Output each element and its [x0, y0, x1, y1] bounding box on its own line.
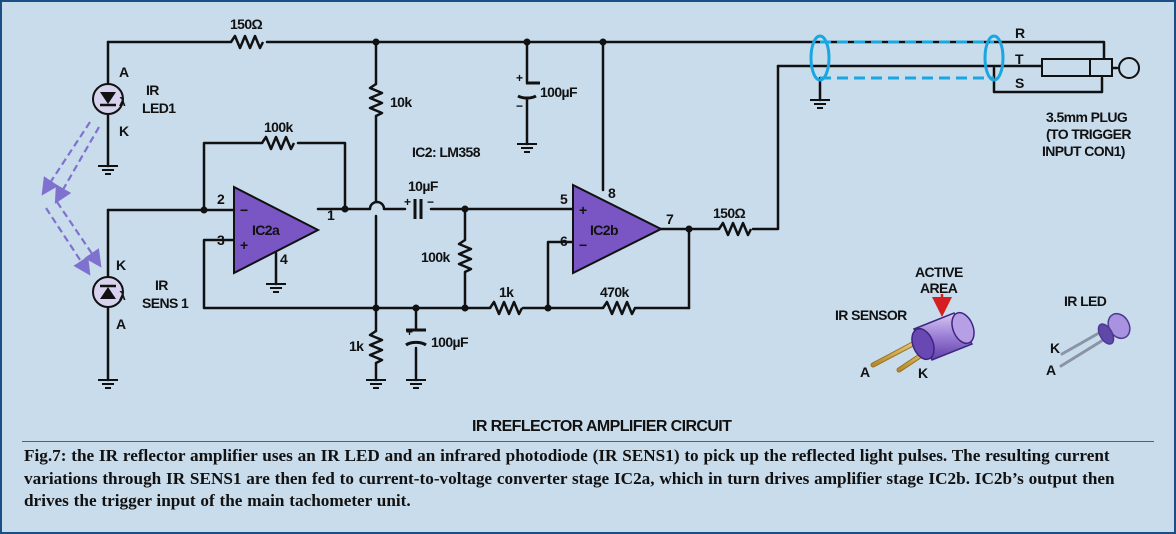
- ic2b-opamp: [572, 183, 664, 275]
- cap-coupling-minus: −: [427, 195, 434, 209]
- plug-symbol: [1041, 57, 1140, 79]
- led1-cathode: K: [119, 123, 129, 139]
- ir-sensor-label: IR SENSOR: [835, 307, 907, 323]
- ir-led-cathode: K: [1050, 340, 1060, 356]
- term-t: T: [1015, 51, 1024, 67]
- label-r-470k: 470k: [600, 284, 630, 300]
- label-r-10k: 10k: [390, 94, 412, 110]
- pin-7: 7: [666, 211, 674, 227]
- sens1-lambda: λ: [119, 289, 126, 303]
- ir-led-anode: A: [1046, 362, 1056, 378]
- ir-sensor-drawing: [870, 294, 975, 373]
- cap-bottom-plus: +: [406, 325, 413, 339]
- label-r-1k-ground: 1k: [349, 338, 364, 354]
- label-r-1k-series: 1k: [499, 284, 514, 300]
- ir-led-label: IR LED: [1064, 293, 1107, 309]
- label-ic2b: IC2b: [590, 222, 618, 238]
- circuit-schematic: 150Ω 150Ω 10k 100k 100k 1k 1k 470k 100µF…: [41, 16, 1140, 435]
- pin-5: 5: [560, 191, 568, 207]
- sens1-anode: A: [116, 316, 126, 332]
- ic2a-plus: +: [240, 237, 248, 253]
- pin-6: 6: [560, 233, 568, 249]
- cap-top-plus: +: [516, 71, 523, 85]
- sens1-name-1: IR: [155, 277, 168, 293]
- shielded-cable: [809, 34, 1005, 82]
- label-ic2a: IC2a: [252, 222, 280, 238]
- led1-name-1: IR: [146, 82, 159, 98]
- caption-divider: [22, 441, 1154, 442]
- ic2b-plus: +: [579, 202, 587, 218]
- pin-1: 1: [327, 207, 335, 223]
- label-r-100k-fb: 100k: [264, 119, 294, 135]
- term-r: R: [1015, 25, 1025, 41]
- label-r-in: 150Ω: [230, 16, 263, 32]
- ir-sensor-cathode: K: [918, 365, 928, 381]
- ic2a-opamp: [233, 185, 321, 275]
- label-r-out: 150Ω: [713, 205, 746, 221]
- ir-sensor-anode: A: [860, 364, 870, 380]
- pin-8: 8: [608, 185, 616, 201]
- led1-name-2: LED1: [142, 100, 176, 116]
- active-area-label-2: AREA: [920, 280, 958, 296]
- pin-3: 3: [217, 232, 225, 248]
- ic2b-minus: −: [579, 237, 587, 253]
- figure-caption: Fig.7: the IR reflector amplifier uses a…: [24, 446, 1115, 510]
- sens1-name-2: SENS 1: [142, 295, 189, 311]
- cap-top-minus: −: [516, 99, 523, 113]
- label-c-coupling: 10µF: [408, 178, 439, 194]
- label-r-100k-bias: 100k: [421, 249, 451, 265]
- led1-anode: A: [119, 64, 129, 80]
- label-c-top: 100µF: [540, 84, 578, 100]
- plug-label-1: 3.5mm PLUG: [1046, 109, 1128, 125]
- ir-led1-symbol: [92, 83, 124, 115]
- sens1-cathode: K: [116, 257, 126, 273]
- ir-led-drawing: [1059, 312, 1131, 368]
- pin-4: 4: [280, 251, 288, 267]
- term-s: S: [1015, 75, 1024, 91]
- led1-lambda: λ: [119, 95, 126, 109]
- label-c-bottom: 100µF: [431, 334, 469, 350]
- label-ic-part: IC2: LM358: [412, 144, 481, 160]
- active-area-label-1: ACTIVE: [915, 264, 963, 280]
- ic2a-minus: −: [240, 202, 248, 218]
- pin-2: 2: [217, 191, 225, 207]
- ir-sens1-symbol: [92, 276, 124, 308]
- plug-label-2: (TO TRIGGER: [1046, 126, 1131, 142]
- plug-label-3: INPUT CON1): [1042, 143, 1125, 159]
- cap-coupling-plus: +: [404, 195, 411, 209]
- diagram-title: IR REFLECTOR AMPLIFIER CIRCUIT: [472, 418, 732, 435]
